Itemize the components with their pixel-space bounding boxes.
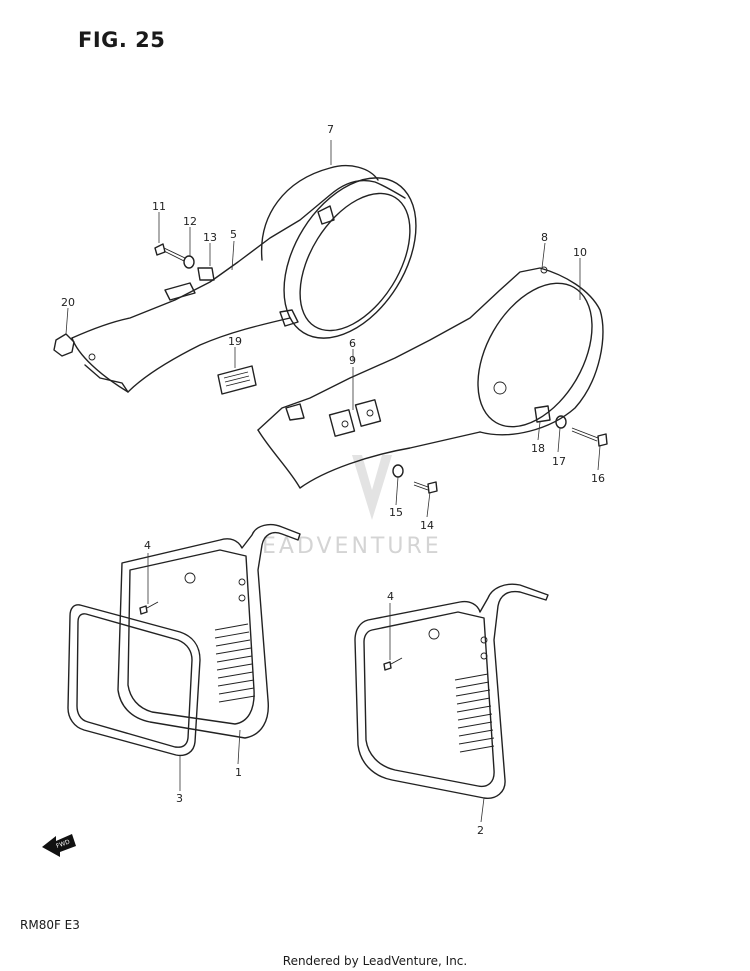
- callout-17: 17: [552, 455, 566, 468]
- callout-10: 10: [573, 246, 587, 259]
- callout-20: 20: [61, 296, 75, 309]
- callout-6: 6: [349, 337, 356, 350]
- model-code: RM80F E3: [20, 918, 80, 932]
- callout-13: 13: [203, 231, 217, 244]
- render-credit: Rendered by LeadVenture, Inc.: [282, 954, 468, 968]
- fwd-arrow: FWD: [42, 834, 76, 857]
- watermark-text: EADVENTURE: [262, 534, 442, 559]
- callout-8: 8: [541, 231, 548, 244]
- number-plate-filter: [67, 604, 201, 757]
- callouts: 1 2 3 4 4 5 6 7 8 9 10 11 12 13 14 15 16…: [61, 123, 605, 837]
- callout-12: 12: [183, 215, 197, 228]
- side-cover-right: [257, 266, 604, 489]
- callout-11: 11: [152, 200, 166, 213]
- callout-2: 2: [477, 824, 484, 837]
- callout-4-left: 4: [144, 539, 151, 552]
- callout-5: 5: [230, 228, 237, 241]
- callout-16: 16: [591, 472, 605, 485]
- side-cover-left: [71, 164, 417, 393]
- figure-title: FIG. 25: [78, 28, 166, 52]
- callout-14: 14: [420, 519, 434, 532]
- callout-19: 19: [228, 335, 242, 348]
- fwd-label: FWD: [55, 838, 71, 849]
- leader-lines: [65, 140, 601, 823]
- callout-3: 3: [176, 792, 183, 805]
- number-plate-right: [354, 583, 549, 799]
- number-plate-left: [117, 523, 301, 739]
- callout-1: 1: [235, 766, 242, 779]
- callout-9: 9: [349, 354, 356, 367]
- callout-7: 7: [327, 123, 334, 136]
- fasteners: [53, 243, 608, 494]
- callout-15: 15: [389, 506, 403, 519]
- callout-4-right: 4: [387, 590, 394, 603]
- callout-18: 18: [531, 442, 545, 455]
